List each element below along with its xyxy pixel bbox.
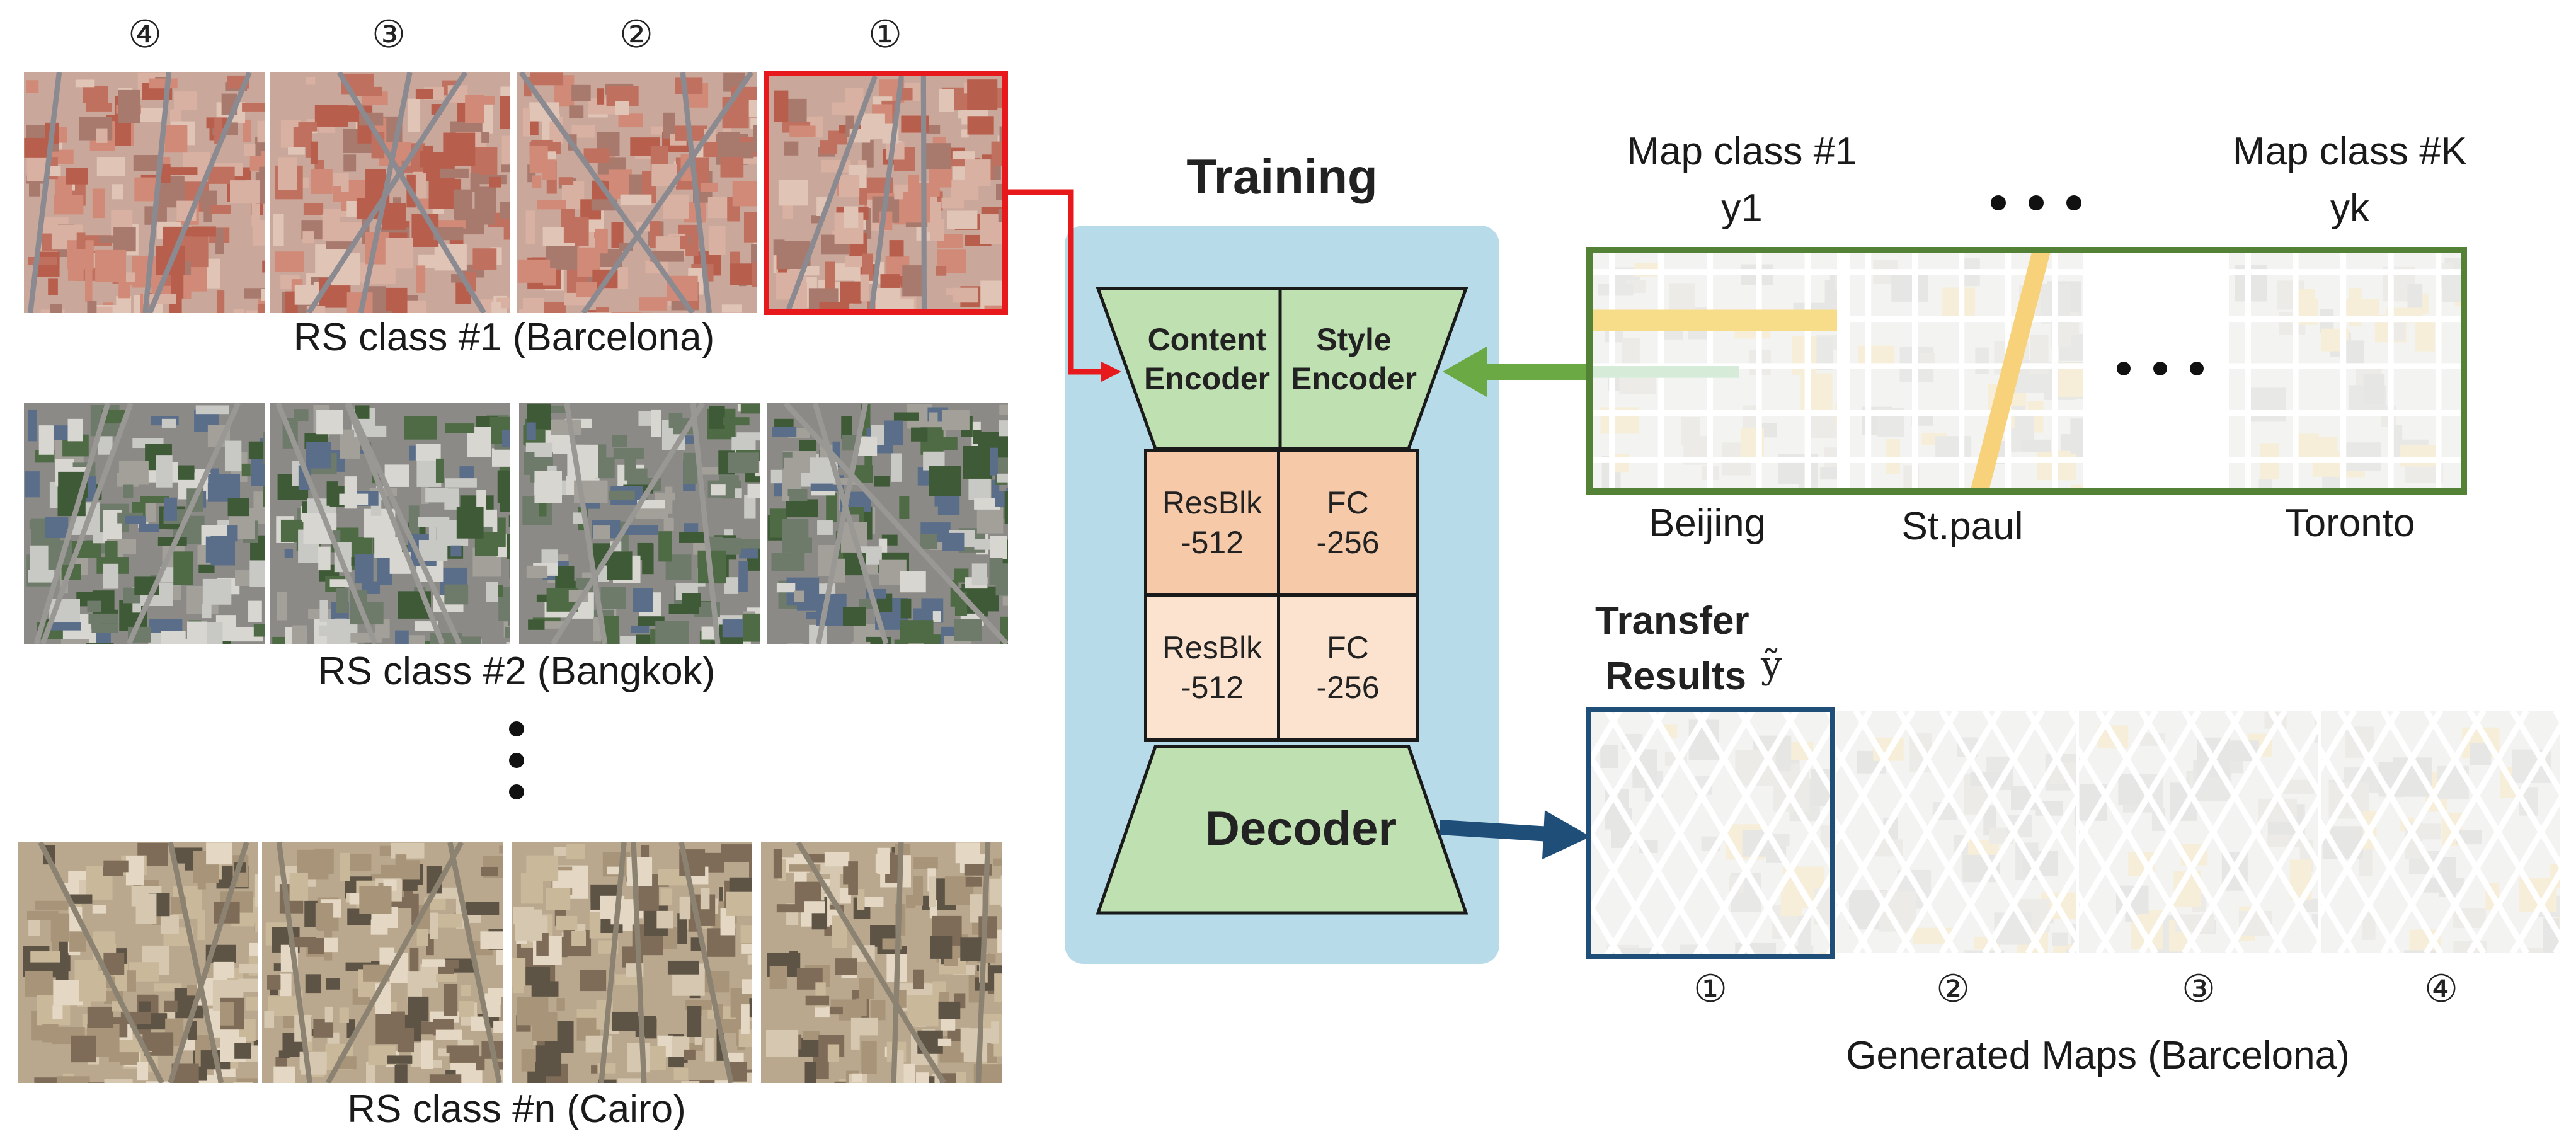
vertical-ellipsis [509, 721, 524, 799]
resblk-block-2 [1144, 593, 1280, 742]
map-tile-toronto [2229, 253, 2461, 488]
result-label-2: ② [1936, 968, 1970, 1010]
rs-image-barcelona-4 [24, 72, 265, 313]
blue-arrowhead [1542, 810, 1591, 859]
rs-image-bangkok-4 [24, 403, 265, 644]
fc-1-label: FC -256 [1316, 485, 1380, 560]
generated-map-4 [2321, 711, 2560, 953]
map-class-strip [1586, 247, 2467, 495]
generated-map-2 [1836, 711, 2076, 953]
map-class-1-label: Map class #1 [1627, 130, 1857, 173]
rs-image-cairo-4 [18, 842, 258, 1083]
map-strip-ellipsis [2117, 362, 2205, 377]
rs-class-1-caption: RS class #1 (Barcelona) [293, 316, 715, 359]
city-label-stpaul: St.paul [1901, 505, 2024, 548]
column-label-1: ① [868, 13, 902, 55]
blue-output-arrow [1439, 820, 1550, 842]
rs-image-bangkok-2 [519, 403, 760, 644]
rs-class-2-caption: RS class #2 (Bangkok) [318, 650, 716, 693]
result-label-3: ③ [2182, 968, 2216, 1010]
style-encoder-label: Style Encoder [1290, 321, 1417, 397]
rs-image-cairo-1 [761, 842, 1002, 1083]
city-label-toronto: Toronto [2284, 501, 2415, 545]
fc-block-1 [1277, 449, 1419, 597]
rs-image-barcelona-1-selected [764, 71, 1008, 315]
green-arrowhead [1443, 347, 1487, 397]
generated-map-1 [1586, 709, 1832, 958]
generated-map-3 [2079, 711, 2318, 953]
transfer-title-line1: Transfer [1595, 599, 1749, 643]
map-class-1-y: y1 [1721, 186, 1763, 230]
column-label-2: ② [619, 13, 653, 55]
training-title: Training [1186, 149, 1378, 204]
map-tile-stpaul [1850, 253, 2083, 488]
decoder-trapezoid [1096, 745, 1468, 915]
map-class-k-label: Map class #K [2232, 130, 2468, 173]
rs-image-cairo-3 [262, 842, 503, 1083]
city-label-beijing: Beijing [1648, 501, 1766, 545]
rs-image-barcelona-2 [517, 72, 757, 313]
decoder-label: Decoder [1205, 801, 1397, 856]
transfer-title-line2: Results [1605, 655, 1746, 698]
rs-image-bangkok-3 [270, 403, 510, 644]
fc-block-2 [1277, 593, 1419, 742]
top-horizontal-ellipsis [1991, 195, 2085, 210]
map-class-k-y: yk [2330, 186, 2369, 230]
red-arrowhead [1101, 362, 1121, 382]
resblk-2-label: ResBlk -512 [1162, 630, 1262, 705]
resblk-1-label: ResBlk -512 [1162, 485, 1262, 560]
generated-map-1-highlight [1586, 707, 1835, 959]
result-label-4: ④ [2424, 968, 2458, 1010]
red-input-arrow [1008, 189, 1106, 375]
rs-image-cairo-2 [512, 842, 752, 1083]
rs-image-bangkok-1 [767, 403, 1008, 644]
map-tile-beijing [1593, 253, 1837, 488]
rs-class-n-caption: RS class #n (Cairo) [347, 1087, 686, 1131]
result-label-1: ① [1693, 968, 1727, 1010]
rs-image-barcelona-3 [270, 72, 510, 313]
generated-maps-caption: Generated Maps (Barcelona) [1846, 1034, 2350, 1077]
column-label-4: ④ [128, 13, 162, 55]
fc-2-label: FC -256 [1316, 630, 1380, 705]
content-encoder-label: Content Encoder [1143, 321, 1271, 397]
transfer-symbol-y-tilde: ỹ [1761, 643, 1782, 687]
column-label-3: ③ [372, 13, 406, 55]
